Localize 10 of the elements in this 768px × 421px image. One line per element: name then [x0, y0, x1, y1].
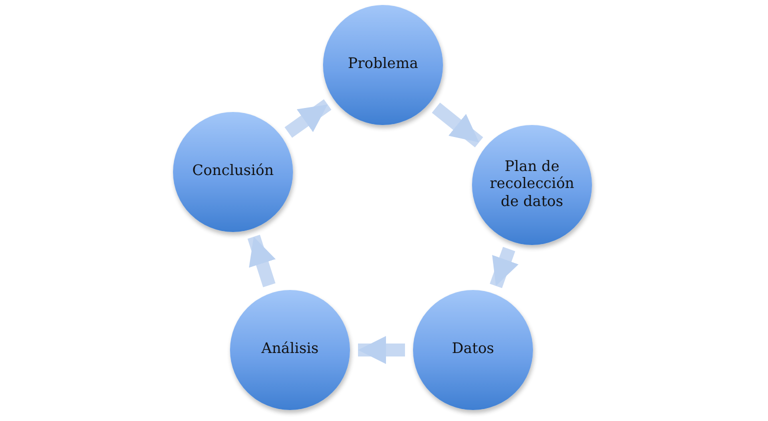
step-label: Conclusión [192, 163, 274, 181]
arrow [358, 336, 405, 364]
arrow [490, 246, 518, 288]
arrow [248, 234, 276, 288]
step-label: Problema [348, 56, 418, 74]
arrow [432, 102, 484, 148]
step-label: Plan de recolección de datos [488, 158, 576, 212]
step-label: Datos [452, 341, 494, 359]
process-circle [323, 5, 443, 125]
step-label: Análisis [261, 341, 319, 359]
